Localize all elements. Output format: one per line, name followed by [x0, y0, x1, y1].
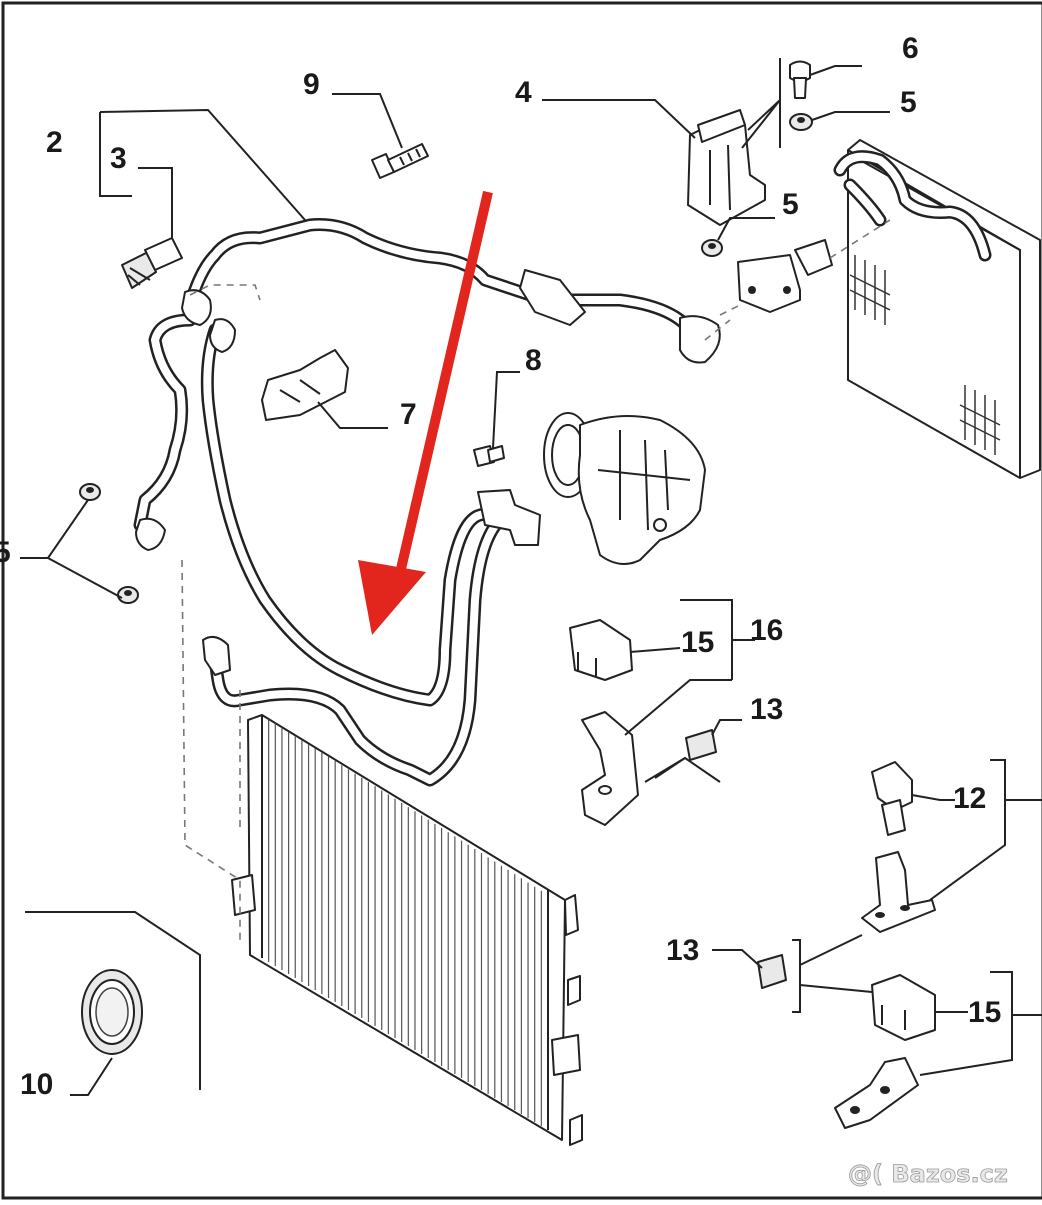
part-4-bracket: [687, 109, 766, 226]
label-15-lower: 15: [968, 996, 1001, 1029]
leader-4: [542, 99, 696, 139]
leader-8: [492, 371, 520, 449]
part-5-ring-left-bottom: [117, 586, 139, 604]
part-5-nut-mid: [701, 239, 723, 257]
label-9: 9: [303, 68, 320, 101]
label-2: 2: [46, 126, 63, 159]
label-13-upper: 13: [750, 693, 783, 726]
compressor: [543, 412, 706, 565]
leader-2: [99, 108, 306, 221]
leader-6: [809, 65, 862, 76]
leader-15-upper: [629, 647, 681, 653]
leader-lines: [20, 65, 1042, 1096]
leader-12: [911, 794, 955, 801]
label-3: 3: [110, 142, 127, 175]
part-13-bushing-lower: [757, 954, 787, 989]
pipe-assembly-part-2: [133, 218, 721, 787]
label-10: 10: [20, 1068, 53, 1101]
dash-condenser-links: [181, 559, 241, 945]
leader-bracket-15: [919, 971, 1042, 1076]
leader-3: [138, 167, 173, 238]
label-7: 7: [400, 398, 417, 431]
part-6-bolt: [789, 60, 811, 99]
leader-13-lower: [712, 949, 763, 969]
part-15-sensor-lower: [871, 974, 936, 1041]
part-12-clip: [871, 761, 913, 836]
leader-16: [624, 599, 755, 736]
bracket-lower-right-top: [861, 851, 936, 933]
part-10-seal: [81, 969, 143, 1055]
part-15-sensor-upper: [569, 619, 633, 681]
leader-5-mid: [717, 217, 775, 241]
leader-6-5-to-4: [741, 99, 781, 149]
leader-bracket-12: [929, 759, 1042, 901]
label-5-mid: 5: [782, 188, 799, 221]
leader-13-upper: [711, 719, 742, 736]
label-15-upper: 15: [681, 626, 714, 659]
label-4: 4: [515, 76, 532, 109]
expansion-valve: [719, 219, 891, 316]
leader-frame-10: [25, 911, 201, 1090]
leader-5-left: [20, 499, 123, 599]
evaporator-unit: [833, 139, 1041, 479]
label-12: 12: [953, 782, 986, 815]
part-16-bracket-upper: [581, 711, 639, 826]
condenser: [231, 714, 583, 1146]
bracket-lower-right-bottom: [834, 1057, 919, 1129]
part-7-clip: [261, 349, 349, 421]
leader-9: [332, 93, 403, 149]
part-13-bushing-upper: [685, 729, 717, 761]
leader-5-top: [811, 111, 890, 121]
part-3-pressure-switch: [121, 237, 183, 289]
label-6: 6: [902, 32, 919, 65]
part-8-bolt: [473, 445, 505, 467]
leader-13-upper-split: [644, 756, 721, 783]
callout-labels: 2 3 4 5 5 5 6 7 8 9 10 12 13 13 15 15 16: [0, 32, 1001, 1101]
leader-7: [317, 401, 388, 429]
part-5-ring-left-top: [79, 483, 101, 501]
dash-connectors-top: [189, 284, 731, 341]
red-arrow: [358, 190, 493, 635]
label-8: 8: [525, 344, 542, 377]
label-5-top: 5: [900, 86, 917, 119]
leader-10: [70, 1057, 113, 1096]
part-9-bolt: [371, 143, 429, 179]
label-16: 16: [750, 614, 783, 647]
watermark: @( Bazos.cz: [848, 1160, 1008, 1188]
part-5-nut-top: [789, 113, 813, 131]
label-5-left: 5: [0, 536, 11, 569]
label-13-lower: 13: [666, 934, 699, 967]
leader-13-lower-split: [792, 934, 873, 1013]
